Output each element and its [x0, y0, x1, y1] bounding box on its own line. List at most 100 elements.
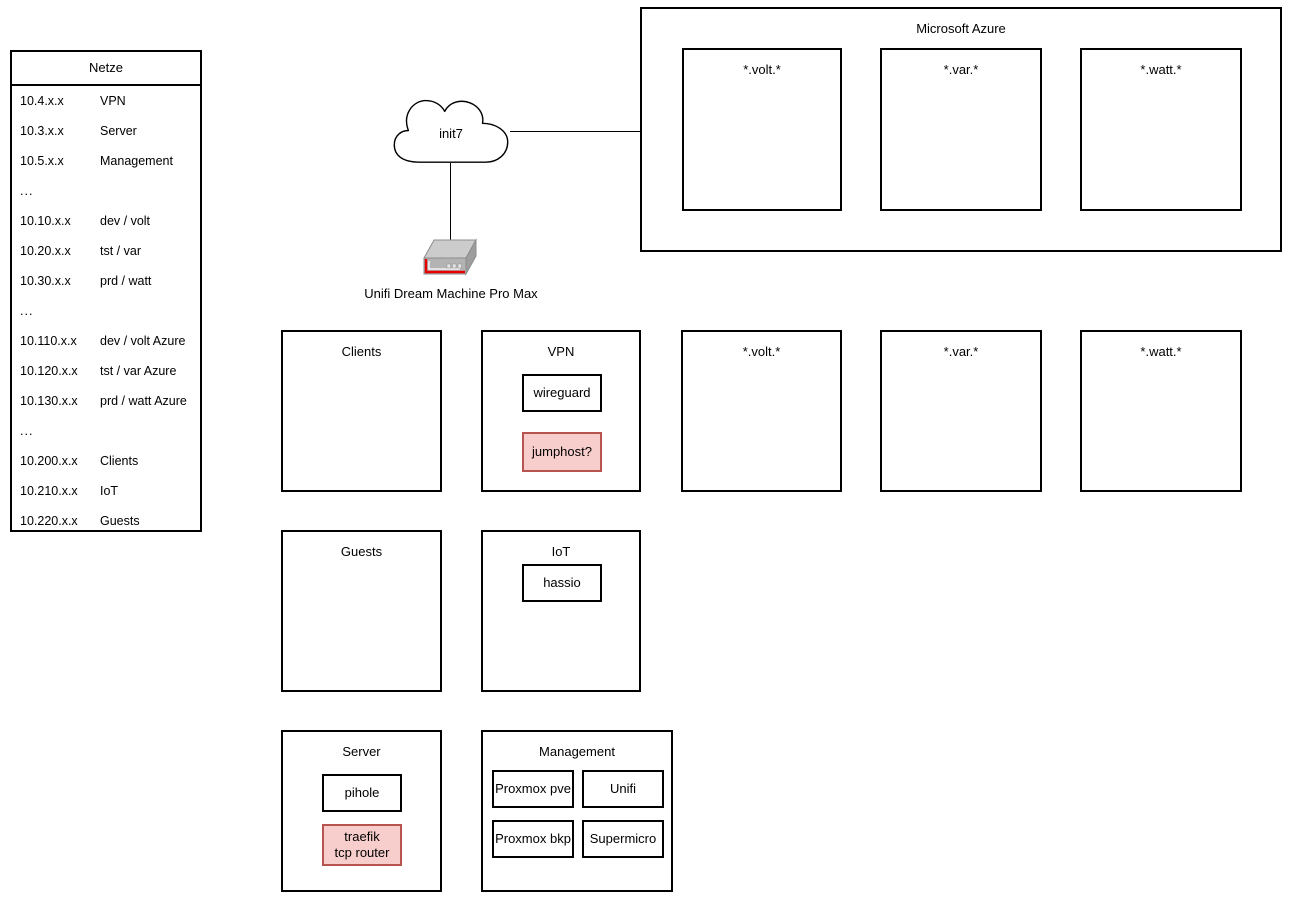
netze-cidr: 10.4.x.x — [20, 94, 64, 108]
vlan-title: *.var.* — [943, 344, 979, 359]
gateway-device — [418, 236, 482, 286]
vlan-title: Server — [342, 744, 381, 759]
isp-cloud-label: init7 — [439, 125, 463, 141]
netze-label — [100, 416, 200, 446]
netze-label: Guests — [100, 514, 140, 528]
vlan-guests: Guests — [281, 530, 442, 692]
vlan-title: *.watt.* — [1140, 344, 1182, 359]
netze-cidr: 10.120.x.x — [20, 364, 78, 378]
table-row: 10.20.x.x tst / var — [12, 236, 200, 266]
node-label: hassio — [543, 574, 581, 590]
table-row: 10.5.x.x Management — [12, 146, 200, 176]
table-row: 10.4.x.x VPN — [12, 86, 200, 116]
node-label-line2: tcp router — [334, 845, 390, 860]
netze-cidr: ... — [20, 304, 34, 318]
node-label: wireguard — [533, 384, 591, 400]
azure-zone-watt: *.watt.* — [1080, 48, 1242, 211]
netze-cidr: 10.5.x.x — [20, 154, 64, 168]
azure-zone-title: *.volt.* — [743, 62, 781, 77]
netze-cidr: 10.30.x.x — [20, 274, 71, 288]
netze-label: prd / watt — [100, 274, 152, 288]
vlan-title: *.volt.* — [742, 344, 781, 359]
node-label: pihole — [344, 784, 380, 800]
node-jumphost[interactable]: jumphost? — [522, 432, 602, 472]
node-label: jumphost? — [532, 443, 592, 459]
netze-label — [100, 176, 200, 206]
vlan-title: Clients — [341, 344, 382, 359]
netze-label: IoT — [100, 484, 119, 498]
netze-label: VPN — [100, 94, 126, 108]
netze-legend-table: Netze 10.4.x.x VPN 10.3.x.x Server 10.5.… — [10, 50, 202, 532]
vlan-title: Guests — [340, 544, 383, 559]
netze-cidr: 10.220.x.x — [20, 514, 78, 528]
node-supermicro[interactable]: Supermicro — [582, 820, 664, 858]
netze-label: prd / watt Azure — [100, 394, 187, 408]
vlan-title: Management — [539, 744, 615, 759]
netze-label — [100, 296, 200, 326]
netze-cidr: 10.210.x.x — [20, 484, 78, 498]
vlan-clients: Clients — [281, 330, 442, 492]
netze-cidr: 10.130.x.x — [20, 394, 78, 408]
azure-zone-title: *.watt.* — [1140, 62, 1182, 77]
vlan-title: VPN — [547, 344, 575, 359]
vlan-vpn: VPN wireguard jumphost? — [481, 330, 641, 492]
table-row: 10.30.x.x prd / watt — [12, 266, 200, 296]
netze-label: dev / volt — [100, 214, 151, 228]
node-label: Proxmox bkp — [495, 830, 571, 846]
netze-cidr: 10.3.x.x — [20, 124, 64, 138]
router-device-icon — [423, 238, 477, 276]
isp-cloud: init7 — [388, 97, 514, 169]
table-row: 10.220.x.x Guests — [12, 506, 200, 536]
gateway-caption: Unifi Dream Machine Pro Max — [364, 286, 538, 301]
node-proxmox-bkp[interactable]: Proxmox bkp — [492, 820, 574, 858]
vlan-volt: *.volt.* — [681, 330, 842, 492]
node-wireguard[interactable]: wireguard — [522, 374, 602, 412]
vlan-var: *.var.* — [880, 330, 1042, 492]
azure-title: Microsoft Azure — [916, 21, 1006, 36]
azure-zone-volt: *.volt.* — [682, 48, 842, 211]
vlan-iot: IoT hassio — [481, 530, 641, 692]
vlan-watt: *.watt.* — [1080, 330, 1242, 492]
table-row: 10.110.x.x dev / volt Azure — [12, 326, 200, 356]
node-label: Supermicro — [589, 830, 657, 846]
node-label-line1: traefik — [344, 828, 380, 844]
table-row: 10.200.x.x Clients — [12, 446, 200, 476]
netze-cidr: ... — [20, 424, 34, 438]
netze-cidr: 10.200.x.x — [20, 454, 78, 468]
node-label: Unifi — [609, 780, 636, 796]
netze-label: tst / var — [100, 244, 141, 258]
netze-label: tst / var Azure — [100, 364, 177, 378]
netze-label: Management — [100, 154, 173, 168]
table-row: 10.130.x.x prd / watt Azure — [12, 386, 200, 416]
netze-cidr: ... — [20, 184, 34, 198]
table-row: 10.10.x.x dev / volt — [12, 206, 200, 236]
table-row: 10.210.x.x IoT — [12, 476, 200, 506]
cloud-icon — [393, 99, 509, 163]
node-hassio[interactable]: hassio — [522, 564, 602, 602]
netze-table-body: 10.4.x.x VPN 10.3.x.x Server 10.5.x.x Ma… — [12, 86, 200, 536]
vlan-title: IoT — [551, 544, 571, 559]
table-row: 10.3.x.x Server — [12, 116, 200, 146]
netze-table-header: Netze — [12, 52, 200, 86]
node-proxmox-pve[interactable]: Proxmox pve — [492, 770, 574, 808]
netze-label: Server — [100, 124, 137, 138]
azure-zone-title: *.var.* — [943, 62, 979, 77]
table-row-separator: ... — [12, 416, 200, 446]
netze-label: Clients — [100, 454, 139, 468]
table-row-separator: ... — [12, 176, 200, 206]
netze-cidr: 10.110.x.x — [20, 334, 77, 348]
connector-cloud-to-gateway — [450, 163, 451, 243]
node-traefik-tcp-router[interactable]: traefik tcp router — [322, 824, 402, 866]
netze-cidr: 10.20.x.x — [20, 244, 71, 258]
connector-cloud-to-azure — [510, 131, 640, 132]
azure-zone-var: *.var.* — [880, 48, 1042, 211]
vlan-management: Management Proxmox pve Unifi Proxmox bkp… — [481, 730, 673, 892]
node-pihole[interactable]: pihole — [322, 774, 402, 812]
table-row-separator: ... — [12, 296, 200, 326]
node-unifi[interactable]: Unifi — [582, 770, 664, 808]
netze-cidr: 10.10.x.x — [20, 214, 71, 228]
table-row: 10.120.x.x tst / var Azure — [12, 356, 200, 386]
node-label: Proxmox pve — [495, 780, 571, 796]
netze-label: dev / volt Azure — [100, 334, 186, 348]
